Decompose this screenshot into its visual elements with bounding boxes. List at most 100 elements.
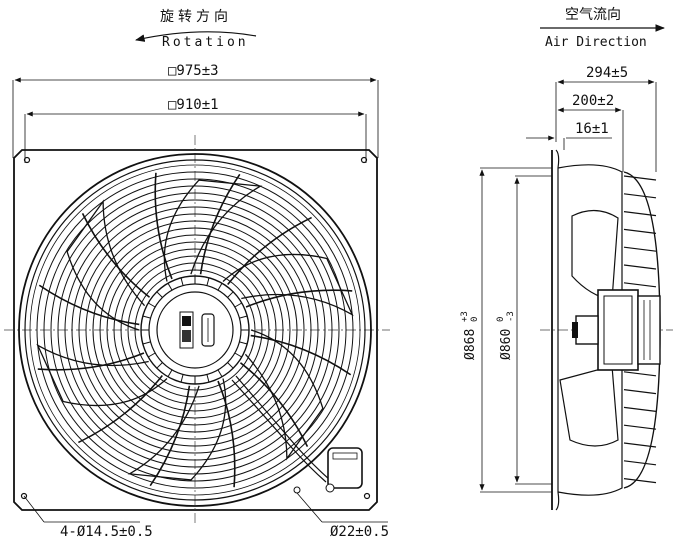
dim-dia-outer-tol-lower: 0	[470, 317, 480, 322]
hub-fin	[147, 302, 156, 308]
hub-fin	[142, 341, 151, 345]
hub-fin	[167, 282, 173, 291]
dim-dia-outer-tol-upper: +3	[460, 311, 470, 322]
dim-dia-outer-label: Ø868	[463, 329, 478, 360]
guard-ring	[99, 234, 291, 426]
guard-ring	[85, 220, 305, 440]
ground-hole	[293, 486, 301, 494]
hub-fin	[206, 277, 210, 286]
hub-fin	[180, 374, 184, 383]
hub-fin	[167, 369, 173, 378]
mounting-hole	[363, 492, 371, 500]
fan-blade	[66, 199, 146, 331]
guard-ring	[92, 227, 298, 433]
guard-spoke	[217, 380, 236, 488]
guard-spoke	[38, 284, 140, 326]
hub-fin	[239, 315, 248, 319]
fan-blade	[36, 343, 168, 407]
rotation-label-en: Rotation	[162, 35, 249, 50]
guard-spoke	[245, 289, 353, 308]
fan-blades	[36, 179, 354, 481]
dim-inner-label: □910±1	[168, 97, 219, 113]
guard-spoke	[149, 385, 191, 487]
side-guard-bar	[623, 371, 657, 377]
side-guard-bar	[623, 228, 657, 234]
fan-blade	[244, 329, 324, 461]
side-guard-bar	[623, 406, 657, 412]
airflow-label-cn: 空气流向	[565, 7, 621, 23]
dim-depth-mid-label: 200±2	[572, 93, 614, 109]
mounting-hole	[360, 156, 368, 164]
front-view: 旋转方向 Rotation □975±3 □910±1	[4, 9, 390, 540]
hub-fin	[227, 362, 234, 369]
side-motor-cap	[637, 295, 661, 365]
cable-gland	[325, 483, 335, 493]
cable	[231, 379, 327, 483]
terminal-box	[327, 447, 363, 489]
dim-holes-label: 4-Ø14.5±0.5	[60, 524, 153, 540]
hub-fin	[217, 282, 223, 291]
hub-fin	[234, 352, 243, 358]
motor-hub-inner	[156, 291, 234, 369]
rotation-arrow	[135, 31, 257, 42]
hub-fin	[239, 341, 248, 345]
guard-spoke	[81, 213, 151, 298]
fan-blade	[127, 378, 227, 481]
guard-ring	[57, 192, 333, 468]
side-guard-bar	[623, 389, 657, 395]
mounting-hole	[20, 492, 28, 500]
side-blade-lower	[559, 365, 619, 447]
guard-spoke	[199, 173, 241, 275]
side-guard-bar	[623, 424, 657, 430]
hub-fin	[180, 277, 184, 286]
hub-fin	[156, 362, 163, 369]
guard-spoke	[78, 374, 163, 444]
side-view: 空气流向 Air Direction 294±5 200±2 16±1 Ø868…	[460, 7, 673, 511]
guard-ring	[71, 206, 319, 454]
guard-grille	[36, 171, 354, 489]
side-guard-bar	[623, 460, 657, 466]
rotation-label-cn: 旋转方向	[160, 9, 232, 25]
hub-fin	[156, 291, 163, 298]
dim-cable-label: Ø22±0.5	[330, 524, 389, 540]
guard-spoke	[239, 362, 309, 447]
guard-ring	[106, 241, 284, 419]
side-guard-bar	[623, 478, 657, 484]
guard-spoke	[154, 172, 173, 280]
guard-spoke	[227, 216, 312, 286]
hub-fin	[217, 369, 223, 378]
guard-ring	[36, 171, 354, 489]
dim-dia-inner-tol-upper: 0	[496, 317, 506, 322]
guard-ring	[134, 269, 256, 391]
dim-depth-small-label: 16±1	[575, 121, 609, 137]
guard-ring	[43, 178, 347, 482]
fan-blade	[163, 179, 263, 282]
guard-spoke	[250, 334, 352, 376]
hub-fin	[147, 352, 156, 358]
airflow-label-en: Air Direction	[545, 35, 647, 50]
hub-fin	[142, 315, 151, 319]
side-guard-bar	[623, 175, 657, 181]
mounting-plate	[13, 149, 378, 511]
guard-spokes	[37, 172, 353, 488]
dim-dia-inner-tol-lower: -3	[506, 311, 516, 322]
dim-depth-total-label: 294±5	[586, 65, 628, 81]
side-blade-upper	[571, 209, 619, 301]
mounting-hole	[23, 156, 31, 164]
guard-ring	[113, 248, 277, 412]
hub-fin	[227, 291, 234, 298]
guard-ring	[64, 199, 326, 461]
venturi-ring-outer	[18, 153, 372, 507]
hub-cooling-fins	[141, 276, 249, 384]
side-guard-bar	[623, 282, 657, 288]
venturi-ring-inner	[24, 159, 366, 501]
guard-ring	[78, 213, 312, 447]
side-guard-bar	[623, 264, 657, 270]
dim-outer-label: □975±3	[168, 63, 219, 79]
fan-blade	[222, 253, 354, 317]
side-guard-bar	[623, 246, 657, 252]
side-shaft	[575, 315, 599, 345]
side-guard-bar	[623, 193, 657, 199]
hub-fin	[206, 374, 210, 383]
